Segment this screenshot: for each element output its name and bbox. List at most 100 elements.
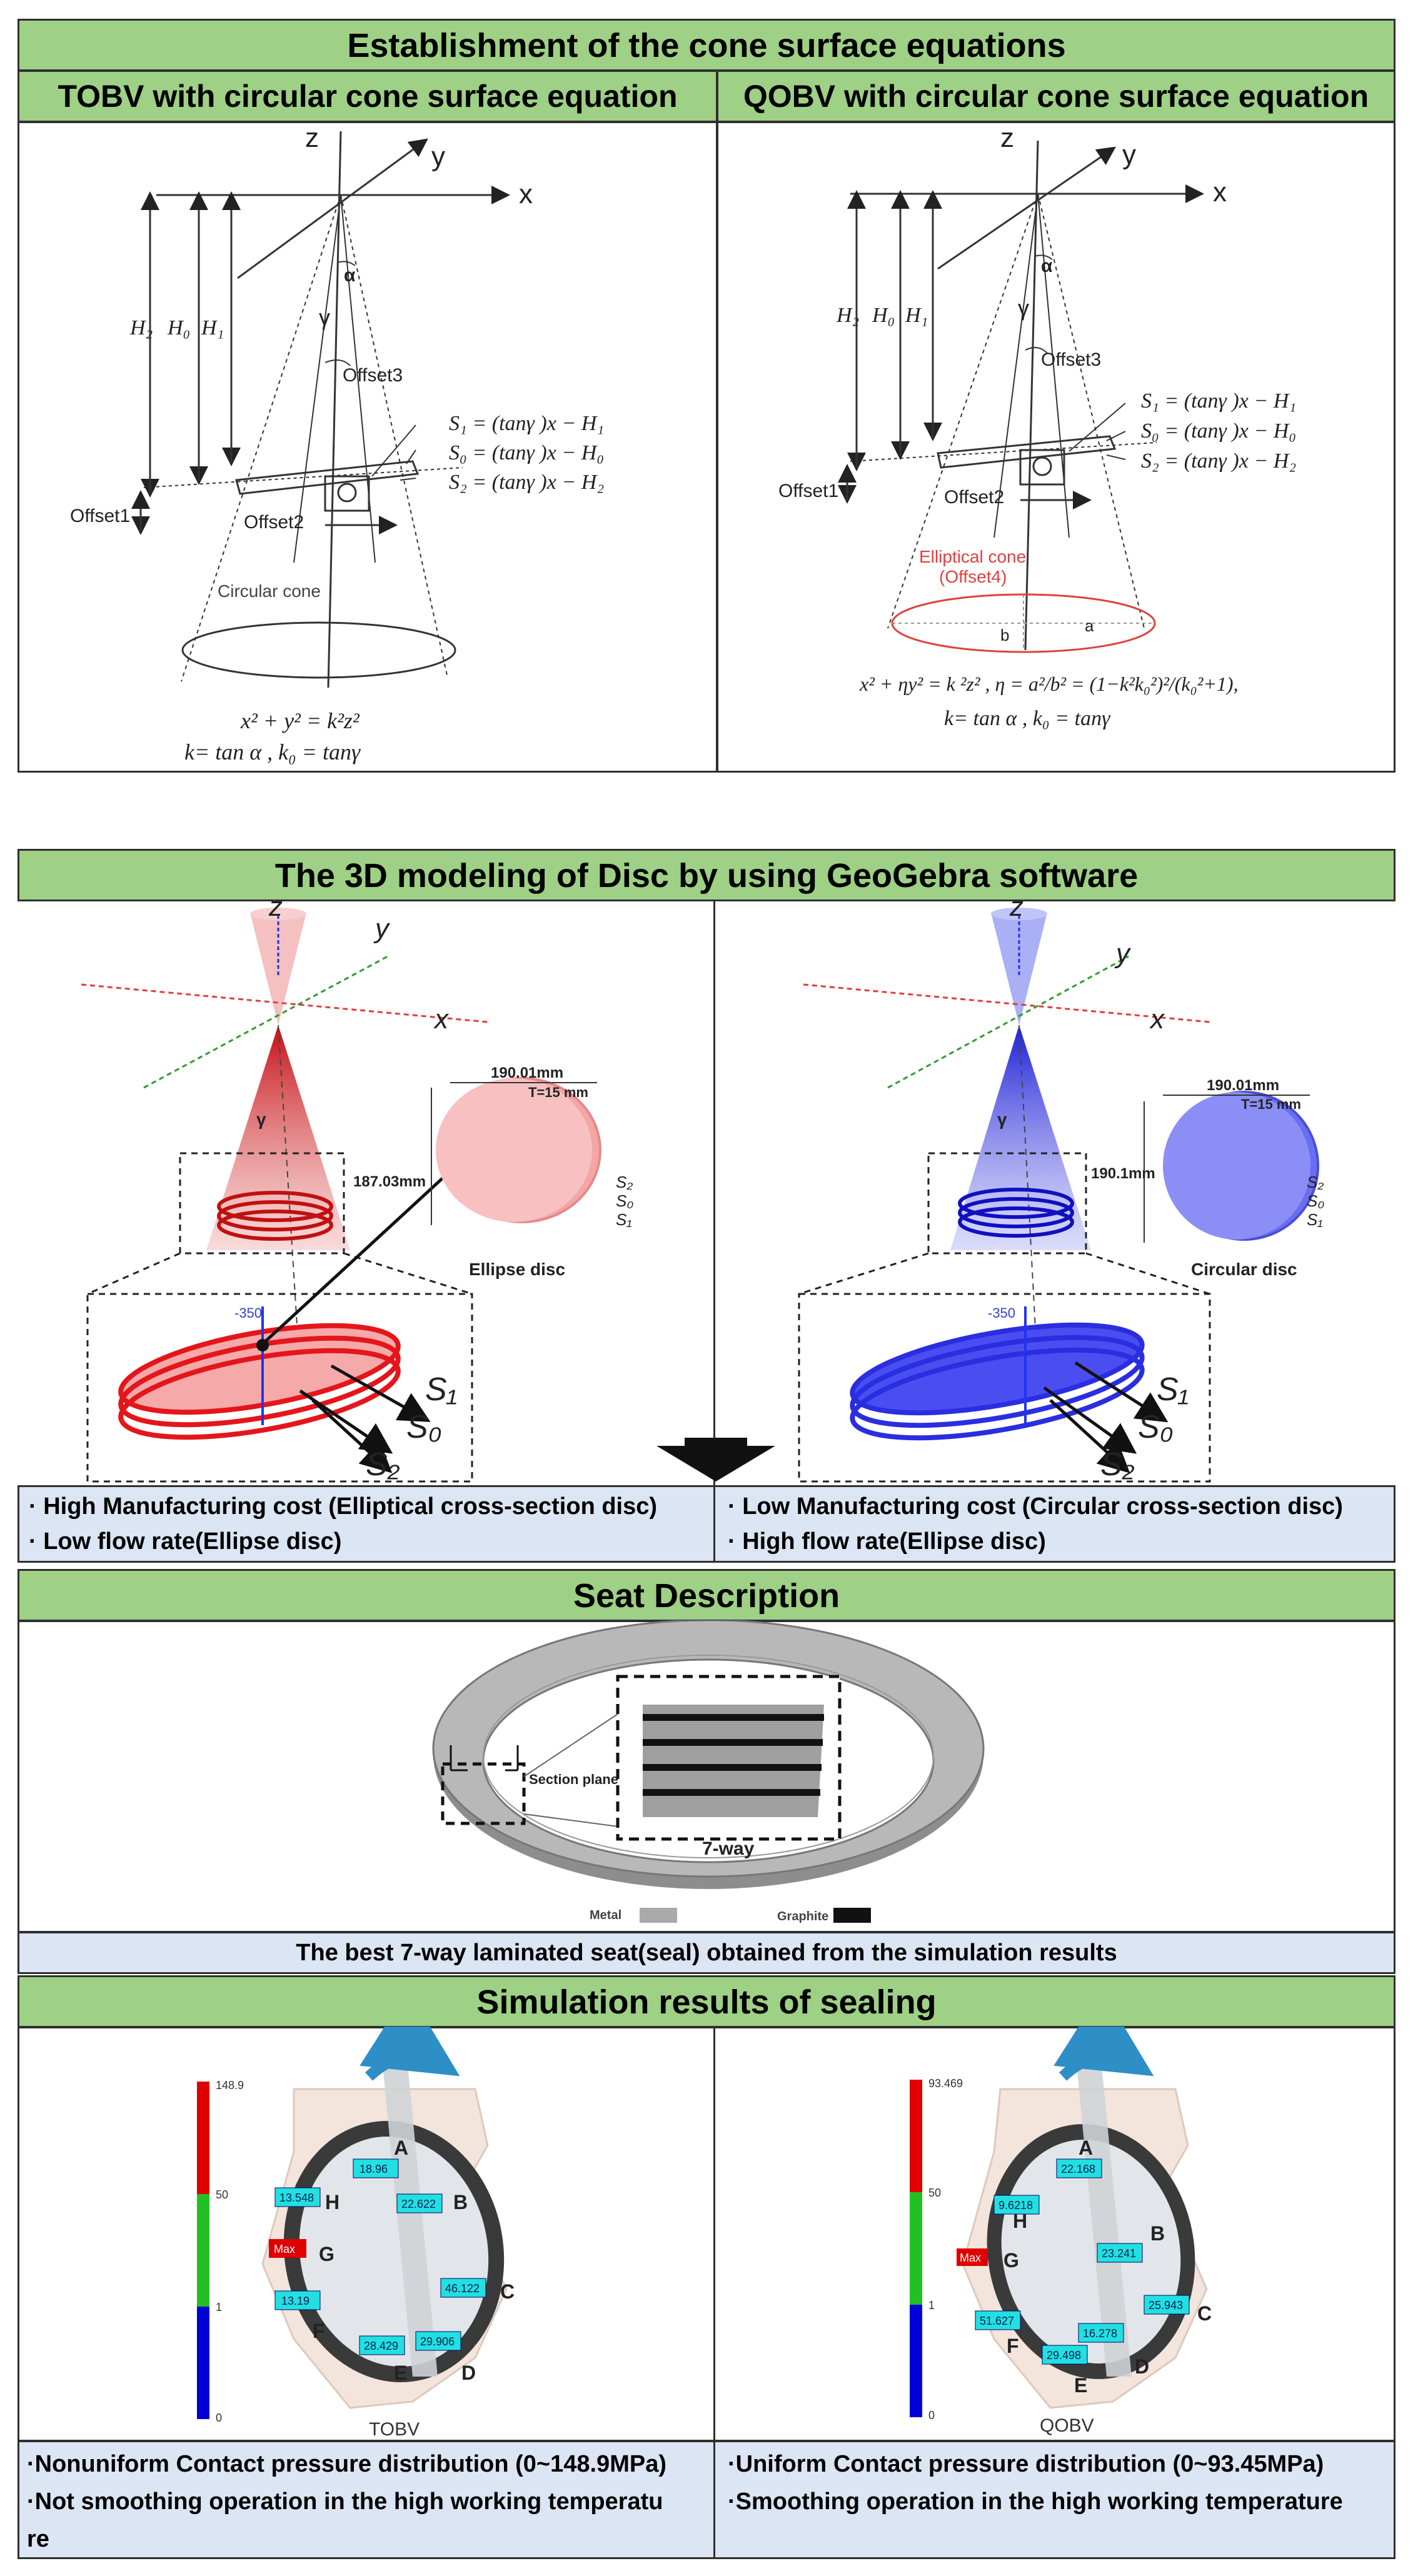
sim-left-bullet-3: re [27,2526,49,2552]
offset1-label: Offset1 [70,506,130,526]
tobv-value-f: 13.19 [281,2295,309,2307]
down-arrow-2 [656,1438,775,1481]
tobv-point-e: E [394,2362,407,2384]
s2-equation: S₂ = (tanγ )x − H₂ [449,471,604,494]
disc-right-bullets-box: · Low Manufacturing cost (Circular cross… [713,1485,1395,1563]
gamma-label-right: γ [1018,295,1029,321]
offset1-label-right: Offset1 [778,481,838,501]
s0-equation: S₀ = (tanγ )x − H₀ [449,441,604,464]
left-small-s0: S₀ [616,1191,633,1210]
qobv-point-b: B [1150,2222,1165,2245]
tobv-value-e: 28.429 [364,2340,398,2352]
left-big-s1: S₁ [425,1371,457,1408]
z-label: z [305,123,319,153]
left-width-dim: 190.01mm [491,1065,563,1081]
h2-label-right: H₂ [836,304,859,327]
simulation-diagrams: 148.9 50 1 0 18.96 22.622 13.548 46.122 … [197,2027,1212,2440]
tick-label-left: -350 [234,1305,262,1321]
x-label: x [519,179,533,209]
tobv-caption: TOBV [369,2419,420,2440]
section1-left-panel [18,121,718,773]
tobv-scale-50: 50 [216,2188,228,2201]
tobv-scale-0: 0 [216,2412,222,2424]
legend-metal-label: Metal [590,1908,621,1922]
qobv-point-f: F [1007,2335,1019,2357]
qobv-simulation: 93.469 50 1 0 22.168 9.6218 23.241 25.94… [910,2027,1212,2436]
section1-diagrams: z y x H₂ H₀ H₁ α γ Offset3 Offset1 Offse… [70,123,1296,764]
left-thickness-dim: T=15 mm [528,1085,588,1100]
section-plane-box [441,1762,526,1825]
h1-label: H₁ [201,316,224,339]
right-small-s0: S₀ [1307,1191,1324,1210]
y-label-3d-left: y [373,913,391,944]
left-big-s0: S₀ [406,1409,442,1445]
z-label-right: z [1000,123,1014,153]
disc-right-bullet-1: · Low Manufacturing cost (Circular cross… [728,1493,1343,1520]
alpha-label: α [344,265,356,286]
tobv-point-d: D [461,2362,476,2384]
disc-left-bullet-1: · High Manufacturing cost (Elliptical cr… [29,1493,658,1520]
disc-slab [235,460,420,495]
tobv-value-d: 29.906 [420,2335,455,2348]
qobv-scale-max: 93.469 [928,2077,963,2090]
section2-title: The 3D modeling of Disc by using GeoGebr… [18,849,1395,901]
h1-label-right: H₁ [905,304,928,327]
stem-box [324,475,370,512]
z-axis-right [1024,140,1039,651]
s0-equation-right: S₀ = (tanγ )x − H₀ [1141,419,1296,443]
tobv-point-a: A [394,2137,408,2159]
z-label-3d-right: z [1009,900,1023,922]
tobv-value-b: 22.622 [401,2198,436,2210]
left-cone-equation: x² + y² = k²z² [240,708,360,733]
circular-cone-label: Circular cone [218,581,321,601]
y-label-3d-right: y [1114,938,1132,969]
disc-right-bullet-2: · High flow rate(Ellipse disc) [728,1528,1046,1555]
qobv-value-a: 22.168 [1061,2163,1095,2175]
qobv-scale-0: 0 [928,2409,935,2422]
ellipse-b-label: b [1000,626,1009,644]
qobv-cone-diagram [838,140,1204,653]
y-label-right: y [1122,139,1136,170]
qobv-caption: QOBV [1040,2415,1094,2436]
offset2-label: Offset2 [244,512,304,533]
tobv-scale-max: 148.9 [216,2079,244,2092]
blue-cone-model: 190.01mm T=15 mm 190.1mm Circular disc [798,908,1319,1483]
tobv-cone-diagram [131,131,510,688]
way-label: 7-way [702,1838,755,1859]
qobv-point-a: A [1079,2137,1093,2159]
tobv-point-g: G [319,2243,334,2265]
qobv-value-h: 9.6218 [998,2199,1033,2212]
qobv-point-d: D [1135,2355,1149,2378]
gamma-3d-right: γ [997,1110,1007,1129]
legend-graphite-label: Graphite [777,1910,828,1923]
sim-right-bullets-box: ·Uniform Contact pressure distribution (… [713,2440,1395,2559]
qobv-value-f: 51.627 [980,2315,1014,2327]
section1-title: Establishment of the cone surface equati… [18,19,1395,71]
right-width-dim: 190.01mm [1207,1077,1279,1094]
tobv-value-c: 46.122 [445,2282,480,2295]
qobv-value-b: 23.241 [1102,2247,1136,2260]
seat-caption: The best 7-way laminated seat(seal) obta… [18,1932,1395,1974]
right-small-s1: S₁ [1307,1210,1323,1229]
left-big-s2: S₂ [366,1446,400,1483]
legend-metal-swatch [640,1908,677,1923]
s1-equation-right: S₁ = (tanγ )x − H₁ [1141,389,1296,413]
qobv-scale-1: 1 [928,2299,935,2312]
section2-models: 190.01mm T=15 mm 187.03mm Ellipse disc z… [81,900,1324,1483]
sim-left-bullet-2: ·Not smoothing operation in the high wor… [27,2488,663,2515]
right-cone-equation: x² + ηy² = k ²z² , η = a²/b² = (1−k²k₀²)… [859,673,1239,695]
cone-left-edge [181,194,341,682]
section1-right-panel [717,121,1395,773]
ellipse-disc-label: Ellipse disc [469,1260,565,1279]
green-y-axis [143,955,388,1089]
z-axis [327,131,342,688]
section3-title: Seat Description [18,1569,1395,1621]
s2-equation-right: S₂ = (tanγ )x − H₂ [1141,449,1296,473]
gamma-label: γ [319,304,330,330]
right-thickness-dim: T=15 mm [1241,1096,1301,1112]
qobv-value-c: 25.943 [1149,2299,1183,2312]
tobv-value-h: 13.548 [279,2192,314,2204]
x-label-3d-right: x [1149,1004,1165,1035]
y-label: y [431,141,445,172]
circular-disc-label: Circular disc [1191,1260,1297,1279]
